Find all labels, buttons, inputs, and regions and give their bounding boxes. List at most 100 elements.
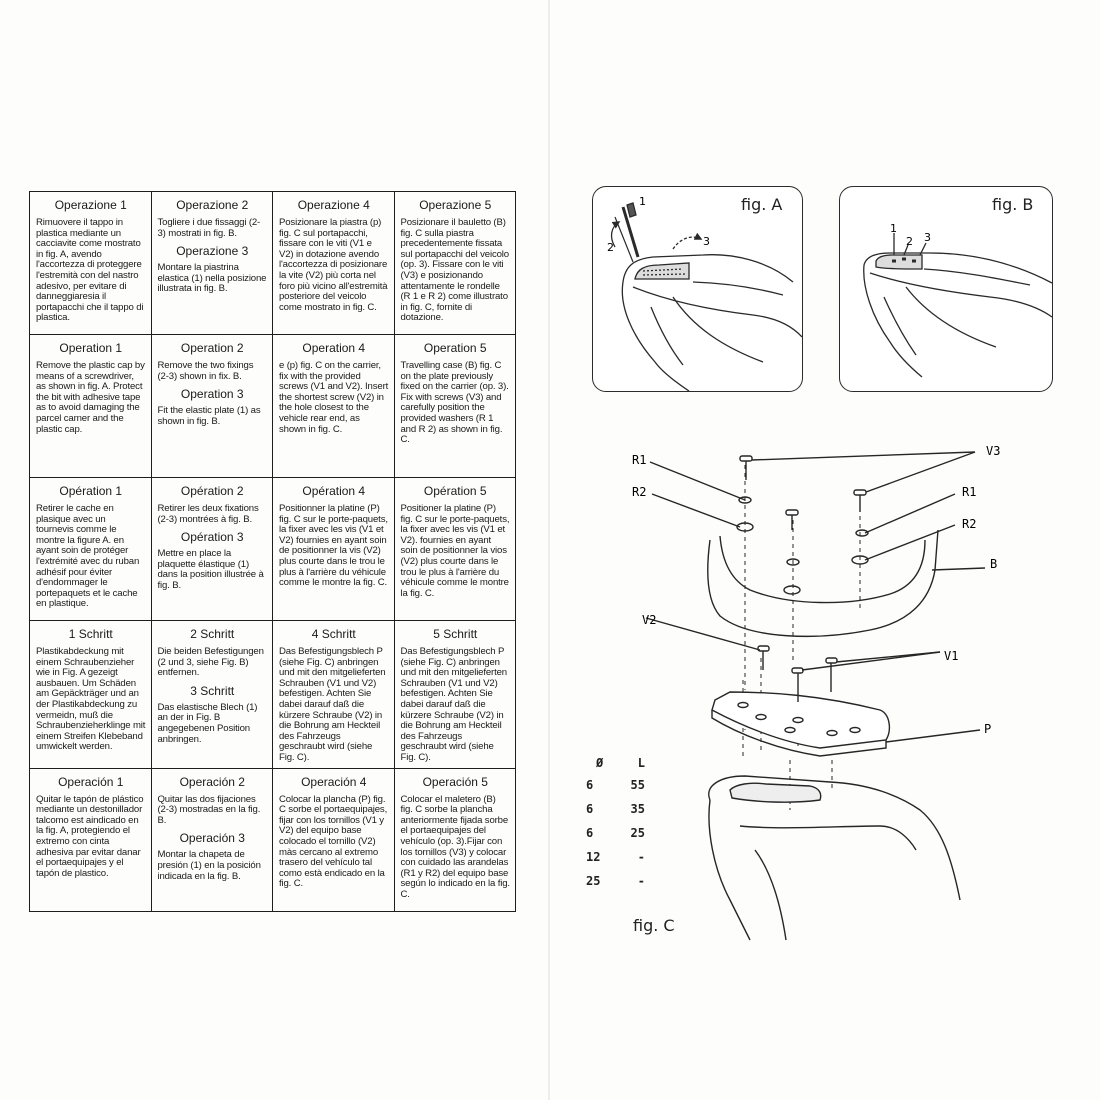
screw-length: 55 bbox=[630, 778, 645, 792]
operation-title: 1 Schritt bbox=[68, 627, 113, 641]
operation-title: Operation 3 bbox=[180, 387, 244, 402]
screw-row: 12- bbox=[580, 850, 655, 874]
instruction-cell: Operazione 2 Togliere i due fissaggi (2-3… bbox=[150, 191, 273, 335]
operation-text: Plastikabdeckung mit einem Schraubenzieh… bbox=[36, 646, 146, 753]
operation-title: Operazione 4 bbox=[297, 198, 370, 212]
screw-diameter: 25 bbox=[586, 874, 601, 888]
instruction-table: Operazione 1 Rimuovere il tappo in plasti… bbox=[29, 191, 516, 912]
instruction-cell: Operation 2 Remove the two fixings (2-3) … bbox=[150, 334, 273, 478]
operation-text: Travelling case (B) fig. C on the plate … bbox=[400, 360, 509, 446]
operation-title: Operazione 1 bbox=[54, 198, 127, 212]
operation-title: 2 Schritt bbox=[190, 627, 235, 641]
screw-length: 35 bbox=[630, 802, 645, 816]
operation-title: Operazione 3 bbox=[176, 244, 249, 259]
operation-title: Operazione 5 bbox=[419, 198, 492, 212]
screw-diameter: 6 bbox=[586, 826, 594, 840]
operation-title: Operazione 2 bbox=[176, 198, 249, 212]
operation-title: 5 Schritt bbox=[433, 627, 478, 641]
operation-text: Das Befestigungsblech P (siehe Fig. C) a… bbox=[279, 646, 386, 763]
operation-text: Posizionare il bauletto (B) fig. C sulla… bbox=[400, 217, 510, 324]
operation-text: Das elastische Blech (1) an der in Fig. … bbox=[157, 701, 258, 745]
diameter-header: Ø bbox=[596, 756, 604, 770]
operation-text: Montare la piastrina elastica (1) nella … bbox=[157, 262, 267, 295]
part-label-p: P bbox=[984, 722, 991, 736]
part-label-v3: V3 bbox=[986, 444, 1000, 458]
figure-b-drawing: 1 2 3 bbox=[863, 222, 1052, 378]
screw-diameter: 12 bbox=[586, 850, 601, 864]
part-label-b: B bbox=[990, 557, 997, 571]
operation-text: Mettre en place la plaquette élastique (… bbox=[157, 548, 264, 591]
operation-title: Opération 2 bbox=[180, 484, 244, 498]
operation-text: Remove the two fixings (2-3) shown in fi… bbox=[157, 360, 254, 382]
figure-a: 1 2 3 fig. A bbox=[592, 186, 803, 392]
operation-title: Operation 2 bbox=[180, 341, 244, 355]
operation-title: Operación 2 bbox=[179, 774, 245, 789]
operation-title: Operación 5 bbox=[422, 774, 488, 789]
figure-a-drawing: 1 2 3 bbox=[607, 195, 802, 391]
part-label-r2-right: R2 bbox=[962, 517, 976, 531]
operation-text: Rimuovere il tappo in plastica mediante … bbox=[36, 217, 144, 324]
screw-row: 6 35 bbox=[580, 802, 655, 826]
instruction-cell: Operación 2 Quitar las dos fijaciones (2-… bbox=[150, 767, 273, 912]
operation-title: Operación 3 bbox=[179, 831, 245, 846]
operation-text: Das Befestigungsblech P (siehe Fig. C) a… bbox=[400, 646, 508, 763]
operation-text: Togliere i due fissaggi (2-3) mostrati i… bbox=[157, 217, 261, 239]
operation-text: Positionner la platine (P) fig. C sur le… bbox=[279, 503, 388, 589]
screw-diameter: 6 bbox=[586, 802, 594, 816]
instruction-cell: Operation 1 Remove the plastic cap by mea… bbox=[29, 334, 152, 478]
page-fold bbox=[548, 0, 550, 1100]
length-header: L bbox=[637, 756, 645, 770]
screw-row: 6 55 bbox=[580, 778, 655, 802]
operation-title: Opération 3 bbox=[180, 530, 244, 545]
operation-text: Posizionare la piastra (p) fig. C sul po… bbox=[279, 217, 388, 313]
operation-text: Fit the elastic plate (1) as shown in fi… bbox=[157, 405, 261, 427]
figure-b: 1 2 3 fig. B bbox=[839, 186, 1053, 392]
fig-b-label: fig. B bbox=[992, 195, 1034, 214]
instruction-cell: Operazione 5 Posizionare il bauletto (B) … bbox=[393, 191, 516, 335]
operation-text: Positioner la platine (P) fig. C sur le … bbox=[400, 503, 510, 599]
instruction-row-it: Operazione 1 Rimuovere il tappo in plasti… bbox=[29, 191, 516, 335]
fig-b-callout-2: 2 bbox=[906, 235, 913, 248]
operation-text: Remove the plastic cap by means of a scr… bbox=[36, 360, 145, 435]
fig-a-callout-1: 1 bbox=[639, 195, 646, 208]
instruction-cell: Operazione 1 Rimuovere il tappo in plasti… bbox=[29, 191, 152, 335]
operation-title: Opération 5 bbox=[423, 484, 487, 498]
figure-c-drawing: R1 R2 V3 R1 R2 B V2 V1 P bbox=[632, 444, 1000, 941]
operation-text: Quitar las dos fijaciones (2-3) mostrada… bbox=[157, 793, 261, 826]
operation-text: Retirer les deux fixations (2-3) montrée… bbox=[157, 503, 259, 525]
fig-a-callout-2: 2 bbox=[607, 241, 614, 254]
screw-diameter: 6 bbox=[586, 778, 594, 792]
part-label-v2: V2 bbox=[642, 613, 656, 627]
operation-text: Montar la chapeta de presión (1) en la p… bbox=[157, 849, 261, 882]
screw-length: - bbox=[637, 874, 645, 888]
operation-title: Operation 1 bbox=[59, 341, 123, 355]
operation-title: Opération 1 bbox=[59, 484, 123, 498]
fig-c-label: fig. C bbox=[633, 916, 675, 935]
operation-title: Operation 4 bbox=[302, 341, 366, 355]
screw-table-header: Ø L bbox=[580, 756, 655, 778]
part-label-v1: V1 bbox=[944, 649, 958, 663]
instruction-row-en: Operation 1 Remove the plastic cap by mea… bbox=[29, 334, 516, 478]
instruction-cell: Opération 4 Positionner la platine (P) fi… bbox=[272, 477, 395, 621]
operation-title: 3 Schritt bbox=[190, 683, 235, 698]
instruction-cell: Operazione 4 Posizionare la piastra (p) f… bbox=[272, 191, 395, 335]
fig-a-callout-3: 3 bbox=[703, 235, 710, 248]
operation-text: Die beiden Befestigungen (2 und 3, siehe… bbox=[157, 646, 264, 679]
instruction-cell: Opération 2 Retirer les deux fixations (2… bbox=[150, 477, 273, 621]
operation-title: Operación 4 bbox=[301, 774, 367, 789]
operation-title: Opération 4 bbox=[302, 484, 366, 498]
operation-title: 4 Schritt bbox=[311, 627, 356, 641]
